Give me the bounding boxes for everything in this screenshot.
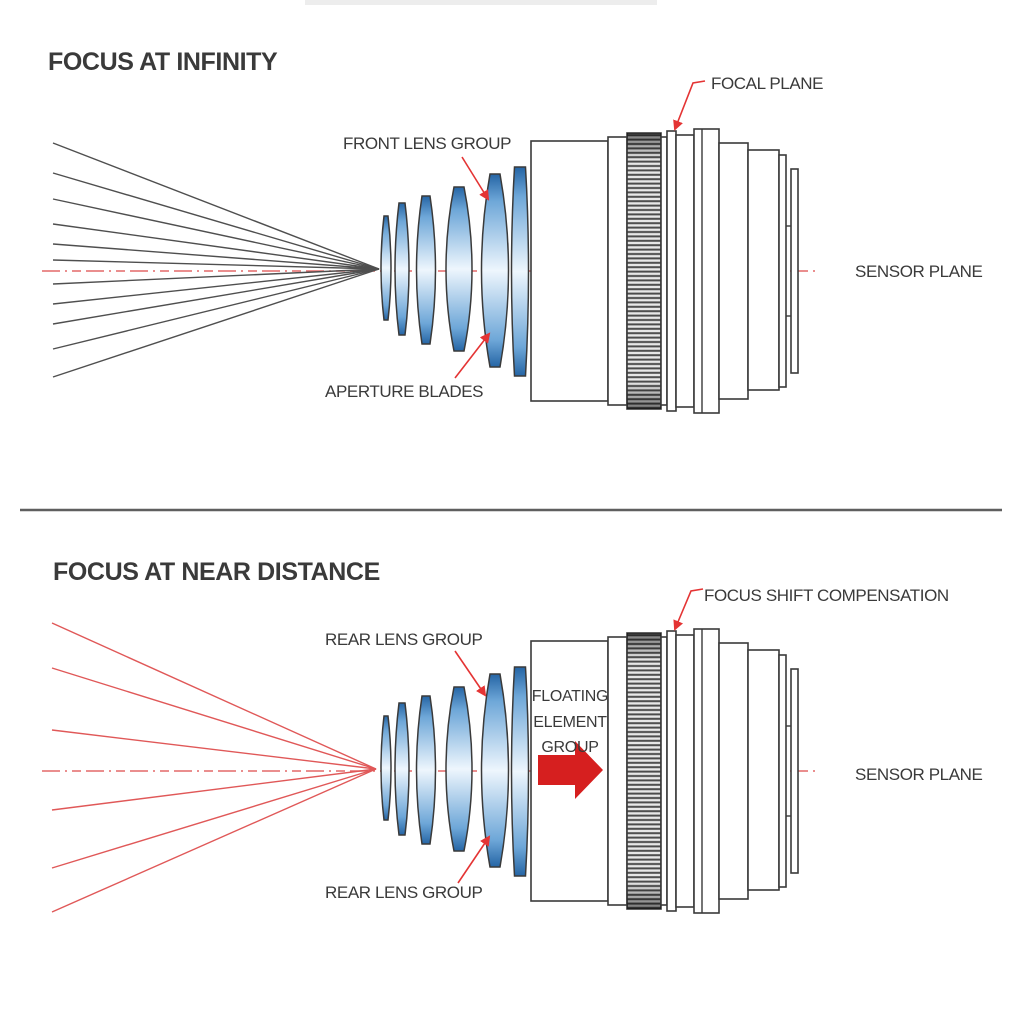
svg-text:GROUP: GROUP	[541, 739, 598, 756]
focal-plane-label: FOCAL PLANE	[711, 74, 823, 93]
floating-element-shift-arrow	[538, 741, 603, 799]
svg-text:FLOATING: FLOATING	[532, 688, 608, 705]
front-lens-group-label: FRONT LENS GROUP	[343, 134, 511, 153]
focal-plane-arrow	[673, 80, 706, 131]
focus-shift-compensation-label: FOCUS SHIFT COMPENSATION	[704, 586, 949, 605]
rear-lens-group-lower-label: REAR LENS GROUP	[325, 883, 482, 902]
lens-assembly-infinity	[41, 128, 819, 414]
top-strip	[305, 0, 657, 5]
sensor-plane-label: SENSOR PLANE	[855, 765, 983, 784]
floating-element-group-label: FLOATING ELEMENT GROUP	[532, 688, 609, 756]
near-distance-section: FOCUS AT NEAR DISTANCE REAR LENS GROUP R…	[41, 558, 983, 914]
focus-shift-compensation-arrow	[673, 588, 704, 631]
section-title: FOCUS AT INFINITY	[48, 48, 278, 76]
light-rays-infinity	[52, 142, 380, 378]
sensor-plane-label: SENSOR PLANE	[855, 262, 983, 281]
rear-lens-group-upper-arrow	[454, 650, 487, 697]
svg-text:ELEMENT: ELEMENT	[533, 714, 607, 731]
front-lens-group-arrow	[461, 156, 490, 201]
aperture-blades-label: APERTURE BLADES	[325, 382, 483, 401]
rear-lens-group-lower-arrow	[457, 835, 491, 884]
infinity-section: FOCUS AT INFINITY FRONT LENS GROUP APERT…	[41, 48, 983, 414]
section-title: FOCUS AT NEAR DISTANCE	[53, 558, 380, 586]
rear-lens-group-upper-label: REAR LENS GROUP	[325, 630, 482, 649]
aperture-blades-arrow	[454, 332, 491, 379]
light-rays-near	[51, 622, 377, 913]
